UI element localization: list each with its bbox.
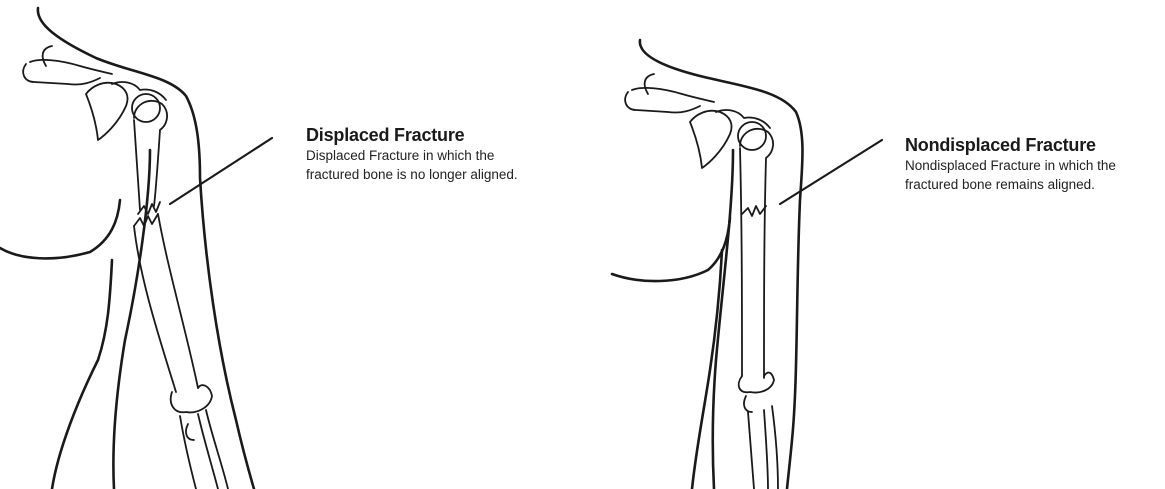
left-shoulder-bones [23,46,166,140]
displaced-fracture-desc-line-1: Displaced Fracture in which the [306,146,518,165]
displaced-fracture-label: Displaced Fracture Displaced Fracture in… [306,124,518,184]
left-forearm [180,410,228,489]
left-pointer-line [170,138,272,204]
nondisplaced-fracture-desc-line-1: Nondisplaced Fracture in which the [905,156,1116,175]
displaced-fracture-desc-line-2: fractured bone is no longer aligned. [306,165,518,184]
right-humerus [739,129,774,393]
displaced-fracture-title: Displaced Fracture [306,124,518,146]
left-humerus [134,101,212,413]
left-arm-outline [0,8,254,489]
nondisplaced-fracture-desc-line-2: fractured bone remains aligned. [905,175,1116,194]
right-pointer-line [780,140,882,204]
nondisplaced-fracture-illustration [612,40,882,489]
displaced-fracture-illustration [0,8,272,489]
nondisplaced-fracture-label: Nondisplaced Fracture Nondisplaced Fract… [905,134,1116,194]
nondisplaced-fracture-title: Nondisplaced Fracture [905,134,1116,156]
right-forearm [744,396,778,489]
